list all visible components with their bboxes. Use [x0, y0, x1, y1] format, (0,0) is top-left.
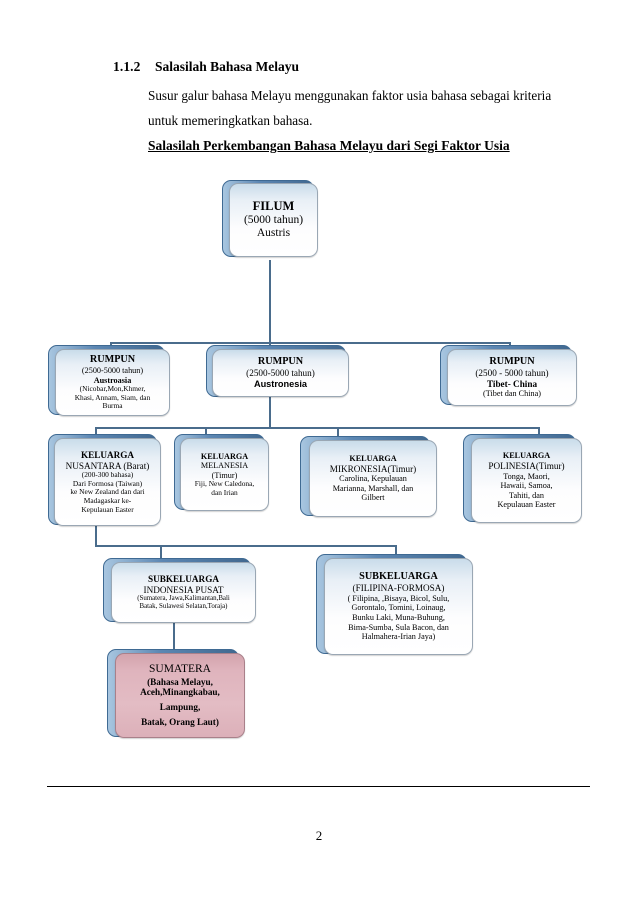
node-rumpun-austroasia-line-0: RUMPUN — [89, 354, 136, 366]
node-keluarga-nusantara-line-1: NUSANTARA (Barat) — [65, 460, 150, 471]
node-keluarga-polinesia-line-3: Hawaii, Samoa, — [500, 481, 553, 491]
connector-rumpun-bus — [110, 342, 511, 344]
diagram-subheading: Salasilah Perkembangan Bahasa Melayu dar… — [148, 138, 510, 153]
node-keluarga-nusantara-line-3: Dari Formosa (Taiwan) — [72, 478, 143, 488]
node-keluarga-polinesia-line-2: Tonga, Maori, — [503, 471, 550, 481]
node-keluarga-mikronesia-line-0: KELUARGA — [349, 454, 397, 464]
connector-nusantara-down — [95, 525, 97, 547]
node-rumpun-austroasia-line-4: Khasi, Annam, Siam, dan — [74, 392, 151, 402]
node-keluarga-polinesia-line-5: Kepulauan Easter — [497, 500, 556, 510]
node-rumpun-tibet-line-1: (2500 - 5000 tahun) — [475, 367, 549, 378]
footer-divider — [47, 786, 590, 787]
node-sumatera[interactable]: SUMATERA (Bahasa Melayu, Aceh,Minangkaba… — [115, 653, 245, 738]
node-subkeluarga-filipina-line-1: (FILIPINA-FORMOSA) — [352, 583, 445, 594]
node-subkeluarga-indonesia-line-1: INDONESIA PUSAT — [143, 584, 224, 595]
body-paragraph: Susur galur bahasa Melayu menggunakan fa… — [148, 88, 552, 128]
node-keluarga-nusantara-line-0: KELUARGA — [80, 449, 135, 460]
node-rumpun-austroasia-line-1: (2500-5000 tahun) — [81, 366, 144, 376]
node-rumpun-austroasia[interactable]: RUMPUN (2500-5000 tahun) Austroasia (Nic… — [55, 349, 170, 416]
connector-to-subkeluarga-indonesia — [160, 545, 162, 559]
node-keluarga-polinesia[interactable]: KELUARGA POLINESIA(Timur) Tonga, Maori, … — [471, 438, 582, 523]
node-sumatera-line-0: SUMATERA — [149, 663, 211, 676]
connector-subkeluarga-bus — [95, 545, 397, 547]
connector-to-subkeluarga-filipina — [395, 545, 397, 556]
node-keluarga-nusantara-line-5: Madagaskar ke- — [83, 495, 132, 505]
node-rumpun-austronesia-line-0: RUMPUN — [257, 356, 304, 368]
node-subkeluarga-filipina-line-6: Halmahera-Irian Jaya) — [361, 632, 436, 642]
node-rumpun-austroasia-line-2: Austroasia — [93, 375, 132, 385]
node-filum[interactable]: FILUM (5000 tahun) Austris — [229, 183, 318, 257]
node-rumpun-austronesia-line-2: Austronesia — [253, 378, 308, 389]
section-number: 1.1.2 — [113, 59, 141, 74]
node-rumpun-austronesia-line-1: (2500-5000 tahun) — [246, 368, 315, 379]
connector-to-keluarga-polinesia — [538, 427, 540, 436]
node-subkeluarga-filipina-line-3: Gorontalo, Tomini, Loinaug, — [351, 603, 446, 613]
node-subkeluarga-filipina-line-2: ( Filipina, ,Bisaya, Bicol, Sulu, — [347, 593, 450, 603]
connector-to-keluarga-mikronesia — [337, 427, 339, 436]
connector-indonesia-to-sumatera — [173, 622, 175, 652]
node-keluarga-melanesia-line-4: dan Irian — [211, 487, 238, 497]
node-filum-line-1: (5000 tahun) — [243, 213, 304, 226]
node-rumpun-austroasia-line-3: (Nicobar,Mon,Khmer, — [79, 384, 146, 394]
node-subkeluarga-filipina-line-0: SUBKELUARGA — [359, 571, 438, 583]
node-subkeluarga-indonesia-pusat[interactable]: SUBKELUARGA INDONESIA PUSAT (Sumatera, J… — [111, 562, 256, 623]
node-sumatera-line-4: Batak, Orang Laut) — [141, 716, 219, 727]
node-keluarga-melanesia-line-3: Fiji, New Caledona, — [194, 479, 255, 489]
node-subkeluarga-indonesia-line-3: Batak, Sulawesi Selatan,Toraja) — [139, 603, 228, 611]
connector-to-keluarga-melanesia — [205, 427, 207, 436]
node-keluarga-polinesia-line-1: POLINESIA(Timur) — [488, 460, 565, 471]
node-keluarga-nusantara-line-4: ke New Zealand dan dari — [70, 487, 145, 497]
connector-austronesia-down — [269, 396, 271, 429]
node-rumpun-tibet-line-0: RUMPUN — [489, 356, 535, 368]
node-subkeluarga-filipina-formosa[interactable]: SUBKELUARGA (FILIPINA-FORMOSA) ( Filipin… — [324, 558, 473, 655]
node-keluarga-melanesia-line-1: MELANESIA — [200, 461, 249, 471]
node-rumpun-tibet-line-2: Tibet- China — [486, 378, 538, 389]
node-sumatera-line-2: Aceh,Minangkabau, — [140, 687, 220, 698]
node-filum-line-0: FILUM — [252, 199, 295, 214]
node-keluarga-polinesia-line-4: Tahiti, dan — [509, 490, 544, 500]
connector-filum-down — [269, 260, 271, 344]
node-keluarga-nusantara-line-6: Kepulauan Easter — [81, 504, 134, 514]
connector-to-keluarga-nusantara — [95, 427, 97, 436]
node-sumatera-line-3: Lampung, — [159, 702, 201, 713]
node-filum-line-2: Austris — [256, 227, 291, 240]
node-keluarga-melanesia-line-2: (Timur) — [211, 470, 238, 480]
node-keluarga-polinesia-line-0: KELUARGA — [502, 451, 551, 461]
node-keluarga-melanesia-line-0: KELUARGA — [200, 451, 249, 461]
node-subkeluarga-filipina-line-4: Bunku Laki, Muna-Buhung, — [352, 612, 445, 622]
node-subkeluarga-indonesia-line-2: (Sumatera, Jawa,Kalimantan,Bali — [137, 595, 230, 603]
node-keluarga-mikronesia-line-4: Gilbert — [361, 493, 385, 503]
node-keluarga-melanesia[interactable]: KELUARGA MELANESIA (Timur) Fiji, New Cal… — [180, 438, 269, 511]
node-keluarga-nusantara[interactable]: KELUARGA NUSANTARA (Barat) (200-300 baha… — [54, 438, 161, 526]
node-subkeluarga-indonesia-line-0: SUBKELUARGA — [148, 573, 219, 584]
node-keluarga-mikronesia-line-2: Carolina, Kepulauan — [339, 474, 407, 484]
section-title: Salasilah Bahasa Melayu — [155, 59, 300, 74]
node-rumpun-tibet-china[interactable]: RUMPUN (2500 - 5000 tahun) Tibet- China … — [447, 349, 577, 406]
connector-keluarga-bus — [95, 427, 540, 429]
node-keluarga-mikronesia[interactable]: KELUARGA MIKRONESIA(Timur) Carolina, Kep… — [309, 440, 437, 517]
node-rumpun-tibet-line-3: (Tibet dan China) — [483, 389, 541, 399]
node-subkeluarga-filipina-line-5: Bima-Sumba, Sula Bacon, dan — [348, 622, 449, 632]
page-number: 2 — [315, 828, 323, 843]
node-keluarga-nusantara-line-2: (200-300 bahasa) — [81, 470, 134, 480]
node-keluarga-mikronesia-line-3: Marianna, Marshall, dan — [332, 483, 414, 493]
node-rumpun-austroasia-line-5: Burma — [102, 401, 123, 411]
node-sumatera-line-1: (Bahasa Melayu, — [147, 676, 213, 687]
node-keluarga-mikronesia-line-1: MIKRONESIA(Timur) — [329, 463, 417, 474]
node-rumpun-austronesia[interactable]: RUMPUN (2500-5000 tahun) Austronesia — [212, 349, 349, 397]
